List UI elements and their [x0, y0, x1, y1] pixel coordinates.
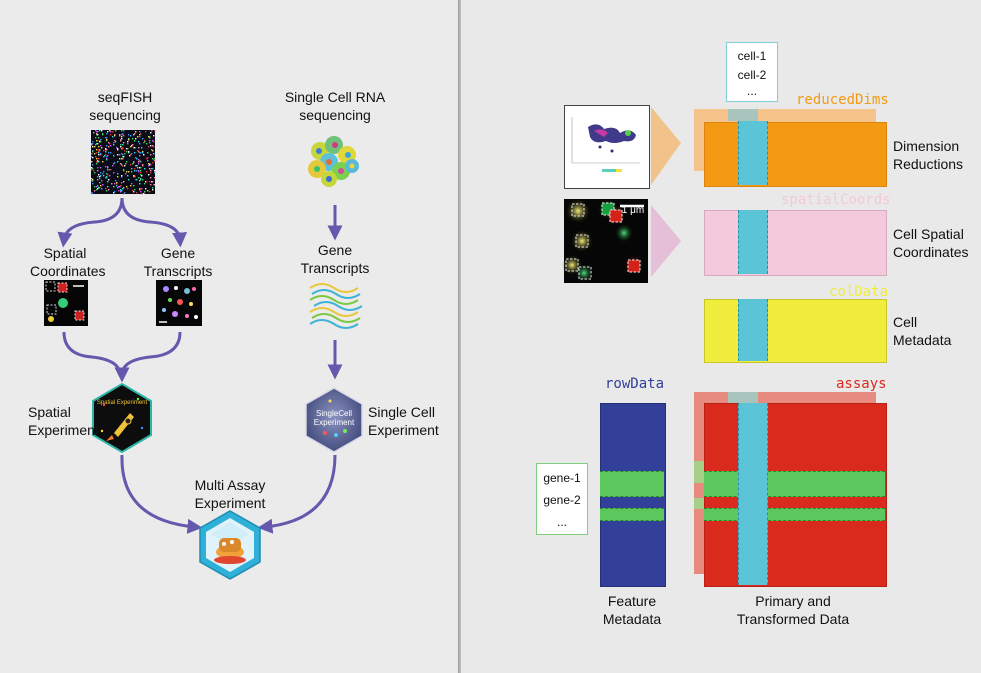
- cell-spatial-coordinates-label: Cell Spatial Coordinates: [893, 226, 969, 260]
- cell-name-1: cell-1: [737, 49, 767, 63]
- panel-divider: [458, 0, 461, 673]
- spatial-coordinates-label: Spatial Coordinates: [30, 245, 106, 279]
- seqfish-image: [91, 130, 156, 195]
- assays-slot-label: assays: [836, 376, 887, 392]
- spatial-coords-slot-label: spatialCoords: [781, 192, 891, 208]
- gene-transcripts-label-left: Gene Transcripts: [143, 245, 213, 279]
- col-data-slot-label: colData: [829, 284, 889, 300]
- assays-back-row-2: [694, 498, 704, 509]
- spatial-experiment-hex-logo: [92, 382, 152, 454]
- reduced-dims-back-column: [728, 109, 758, 121]
- feature-metadata-label: Feature Metadata: [602, 593, 662, 627]
- assays-back-row-1: [694, 461, 704, 483]
- spatial-experiment-label: Spatial Experiment: [28, 404, 99, 438]
- cell-names-box: cell-1 cell-2 ...: [726, 42, 778, 102]
- row-data-slot-label: rowData: [605, 376, 665, 392]
- gene-transcripts-thumbnail: [156, 280, 202, 326]
- umap-plot-thumbnail: [564, 105, 650, 189]
- primary-transformed-data-label: Primary and Transformed Data: [736, 593, 850, 627]
- cell-metadata-label: Cell Metadata: [893, 314, 952, 348]
- row-data-gene-row-2: [600, 508, 664, 521]
- assays-back-column: [728, 392, 758, 403]
- spatial-experiment-badge-text: Spatial Experiment: [96, 400, 148, 406]
- right-panel: cell-1 cell-2 ... reducedDims: [461, 0, 981, 673]
- reduced-dims-matrix: [704, 122, 887, 187]
- reduced-dims-cell-column: [738, 121, 768, 185]
- single-cell-experiment-label: Single Cell Experiment: [368, 404, 439, 438]
- assays-gene-row-1: [704, 471, 885, 497]
- projection-chevrons: [651, 107, 681, 277]
- scrna-cells-image: [308, 136, 359, 187]
- fluorescence-scale-bar-label: 1 μm: [621, 205, 645, 216]
- cell-name-2: cell-2: [737, 68, 767, 82]
- col-data-matrix: [704, 299, 887, 363]
- assays-cell-column: [738, 403, 768, 585]
- left-panel: seqFISH sequencing Single Cell RNA seque…: [0, 0, 458, 673]
- scrna-label: Single Cell RNA sequencing: [284, 89, 386, 123]
- spatial-coords-matrix: [704, 210, 887, 276]
- dimension-reductions-label: Dimension Reductions: [893, 138, 964, 172]
- transcripts-waves-image: [309, 283, 363, 329]
- gene-name-more: ...: [556, 515, 567, 529]
- fluorescence-thumbnail: [562, 199, 648, 283]
- assays-gene-row-2: [704, 508, 885, 521]
- seqfish-label: seqFISH sequencing: [89, 89, 161, 123]
- single-cell-experiment-hex-logo: [305, 387, 363, 453]
- gene-names-box: gene-1 gene-2 ...: [536, 463, 588, 535]
- multi-assay-experiment-hex-logo: [199, 510, 261, 580]
- workflow-arrows: [57, 197, 343, 534]
- cell-name-more: ...: [746, 84, 757, 98]
- col-data-cell-column: [738, 299, 768, 361]
- reduced-dims-slot-label: reducedDims: [796, 92, 889, 108]
- spatial-coords-cell-column: [738, 210, 768, 274]
- row-data-gene-row-1: [600, 471, 664, 497]
- gene-transcripts-label-right: Gene Transcripts: [300, 242, 370, 276]
- spatial-coordinates-thumbnail: [44, 280, 88, 326]
- single-cell-badge-text: SingleCell Experiment: [313, 409, 355, 427]
- gene-name-1: gene-1: [543, 471, 581, 485]
- multi-assay-label: Multi Assay Experiment: [194, 477, 266, 511]
- gene-name-2: gene-2: [543, 493, 581, 507]
